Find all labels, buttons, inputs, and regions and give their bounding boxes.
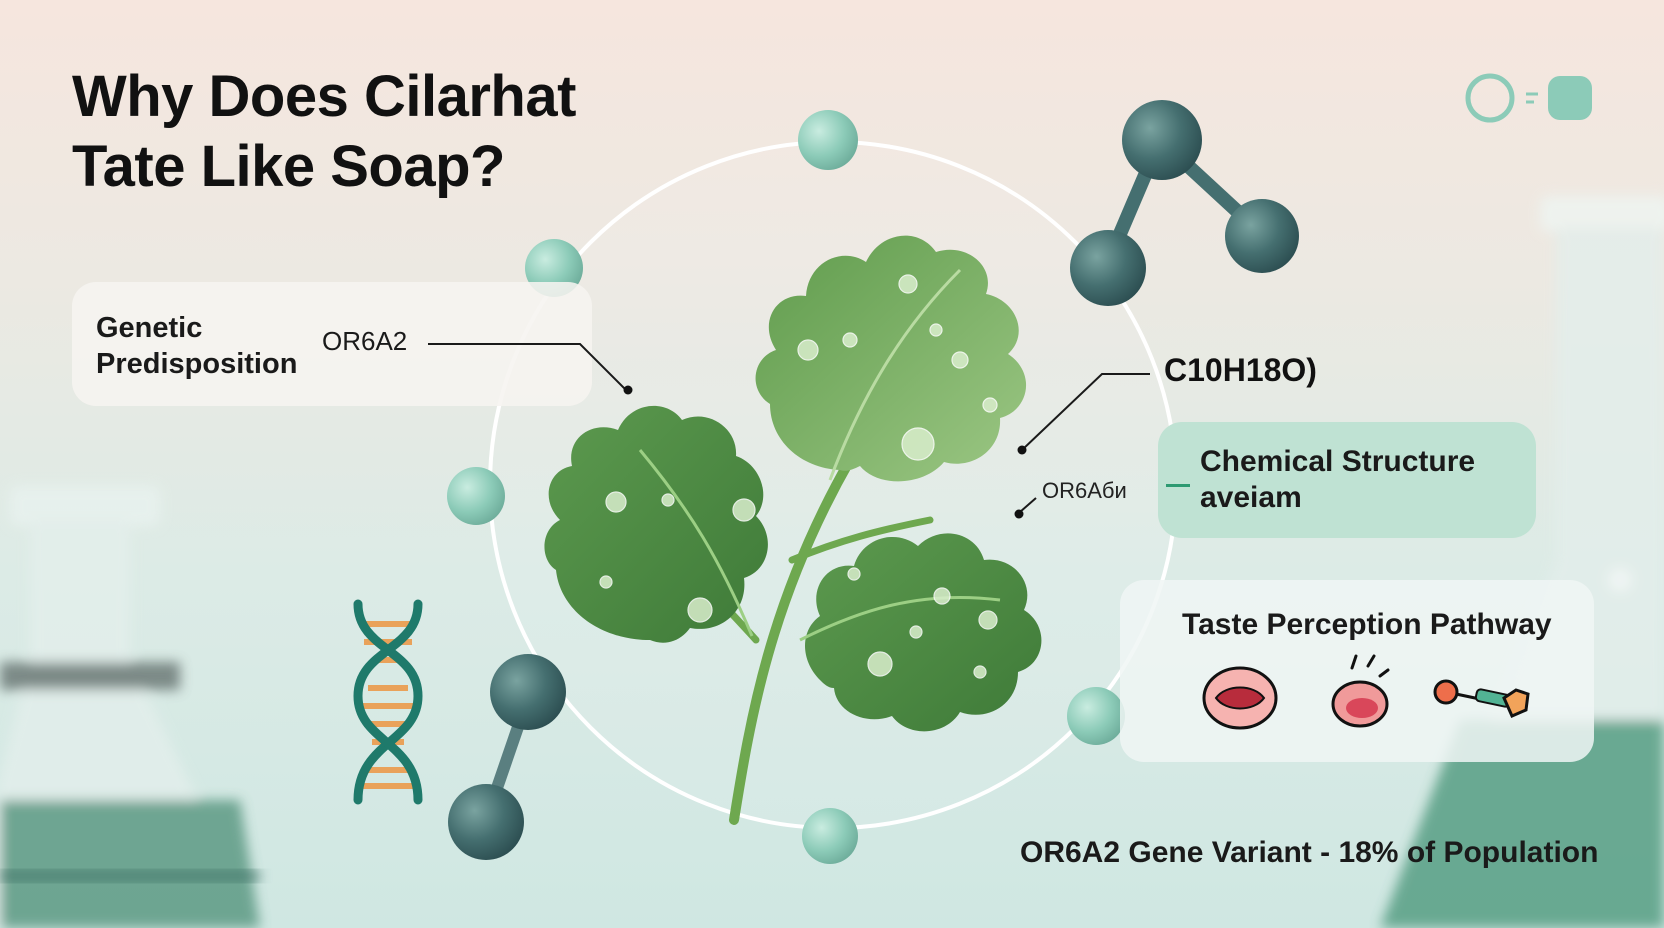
cilantro-icon <box>544 235 1042 825</box>
genetic-label-line-2: Predisposition <box>96 348 298 380</box>
dna-icon <box>353 599 423 805</box>
genetic-predisposition-label: Genetic Predisposition <box>96 310 297 382</box>
gene-variant-note: OR6A2 Gene Variant - 18% of Population <box>1020 836 1599 869</box>
page-title: Why Does Cilarhat Tate Like Soap? <box>72 62 576 202</box>
genetic-predisposition-card: Genetic Predisposition OR6A2 <box>72 282 592 406</box>
chemical-structure-card: Chemical Structure аveiam <box>1158 422 1536 538</box>
chem-dash-marker <box>1166 484 1190 487</box>
taste-pathway-card: Taste Perception Pathway <box>1120 580 1594 762</box>
taste-icons <box>1202 654 1530 730</box>
gene-code-label: OR6A2 <box>322 326 408 356</box>
nerve-signal-icon <box>1433 679 1530 718</box>
chemical-formula: C10H18O) <box>1164 352 1317 388</box>
genetic-label-line-1: Genetic <box>96 312 203 344</box>
toggle-icon <box>1465 73 1592 123</box>
lab-flask-right <box>1380 196 1664 928</box>
tongue-icon <box>1331 654 1390 728</box>
orbit-nodes <box>447 110 1125 864</box>
chem-label-line-1: Chemical Structure <box>1200 445 1476 478</box>
title-line-1: Why Does Cilarhat <box>72 64 576 129</box>
mouth-icon <box>1202 666 1278 730</box>
gene-small-label: OR6Aби <box>1042 478 1127 503</box>
molecule-icon-bottom <box>448 654 566 860</box>
molecule-icon-top <box>1070 100 1299 306</box>
lab-flask-left <box>0 486 260 928</box>
chem-label-line-2: аveiam <box>1200 481 1302 514</box>
title-line-2: Tate Like Soap? <box>72 134 505 199</box>
taste-pathway-title: Taste Perception Pathway <box>1182 608 1552 641</box>
chemical-structure-label: Chemical Structure аveiam <box>1200 444 1475 516</box>
bg-shelf-left <box>0 870 260 882</box>
